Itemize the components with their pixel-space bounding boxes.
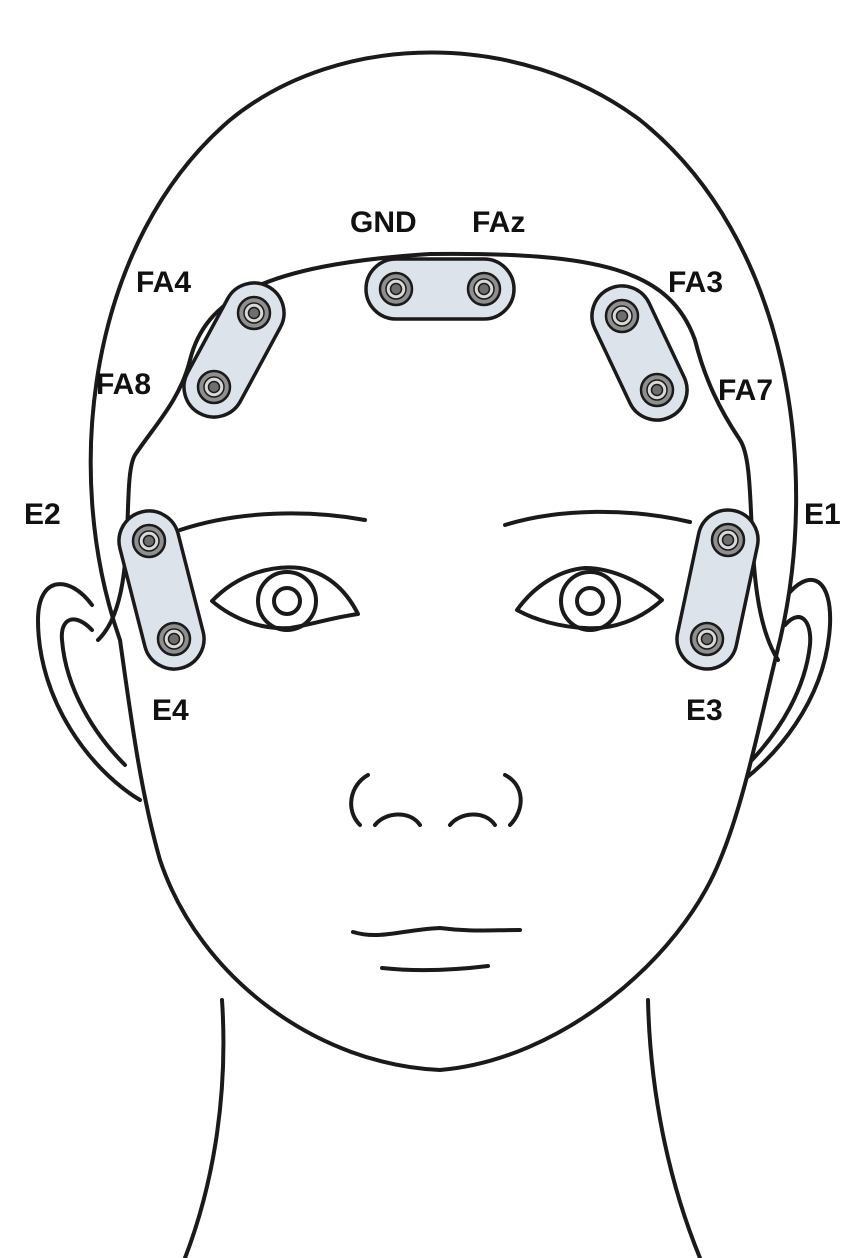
label-fa7: FA7 (718, 374, 773, 407)
electrode-gnd (380, 273, 412, 305)
electrode-fa3 (606, 300, 638, 332)
electrode-fa7 (641, 374, 673, 406)
electrode-fa4 (238, 297, 270, 329)
neck-left (185, 1000, 223, 1258)
electrode-e3 (691, 623, 723, 655)
label-e2: E2 (24, 498, 61, 531)
electrode-e1 (712, 524, 744, 556)
neck-right (648, 1000, 700, 1258)
electrode-e2 (133, 525, 165, 557)
label-e4: E4 (152, 694, 189, 727)
electrode-e4 (158, 623, 190, 655)
label-fa8: FA8 (96, 368, 151, 401)
label-fa4: FA4 (136, 266, 191, 299)
label-e3: E3 (686, 694, 723, 727)
electrode-fa8 (198, 371, 230, 403)
electrode-faz (468, 273, 500, 305)
label-faz: FAz (472, 206, 525, 239)
label-e1: E1 (804, 498, 841, 531)
label-gnd: GND (350, 206, 417, 239)
label-fa3: FA3 (668, 266, 723, 299)
head-outline (91, 53, 796, 1071)
